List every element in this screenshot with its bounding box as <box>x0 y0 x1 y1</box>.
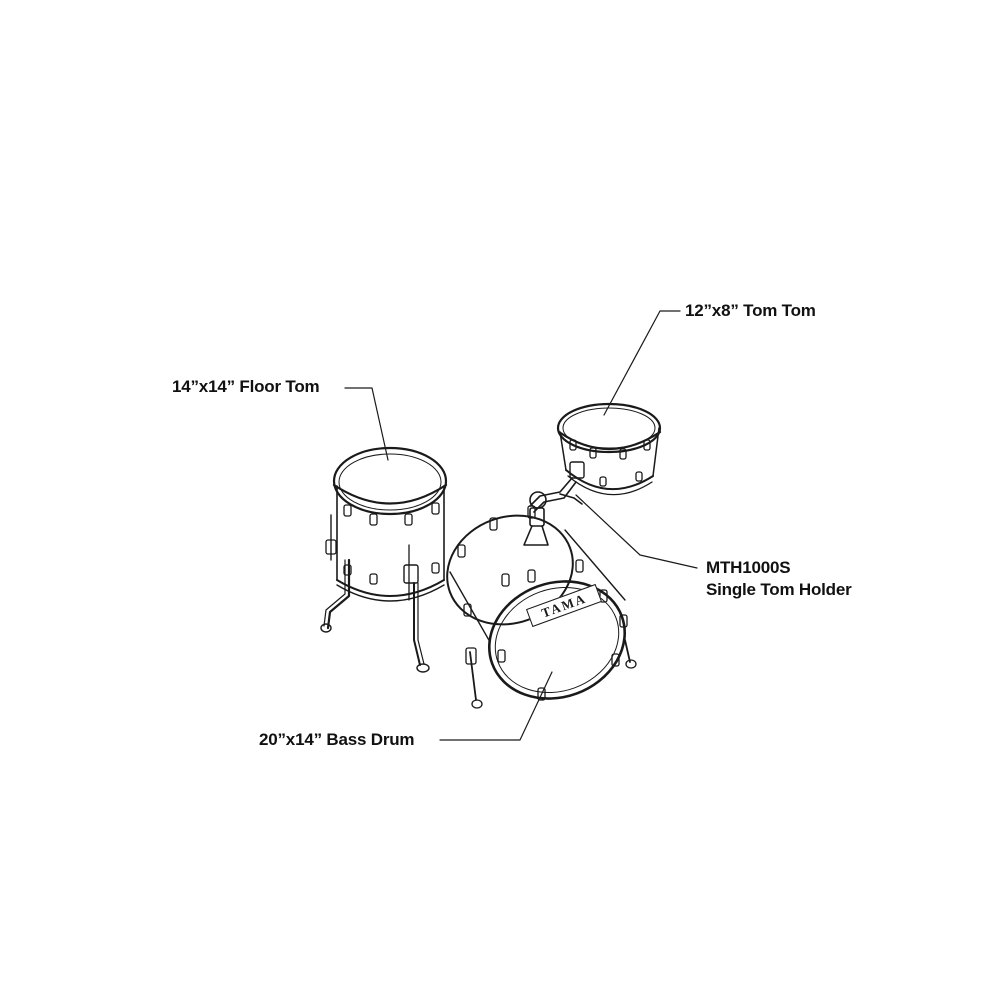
tom-tom <box>556 402 662 496</box>
tom-holder-name: Single Tom Holder <box>706 580 852 599</box>
tom-holder <box>523 477 583 546</box>
leader-lines <box>344 310 698 741</box>
tom-tom-label: 12”x8” Tom Tom <box>685 301 816 320</box>
floor-tom-label: 14”x14” Floor Tom <box>172 377 320 396</box>
bass-drum <box>446 505 637 709</box>
tom-holder-model: MTH1000S <box>706 558 791 577</box>
tom-holder-label: MTH1000S Single Tom Holder <box>706 557 852 601</box>
floor-tom <box>320 446 448 673</box>
bass-drum-label: 20”x14” Bass Drum <box>259 730 415 749</box>
